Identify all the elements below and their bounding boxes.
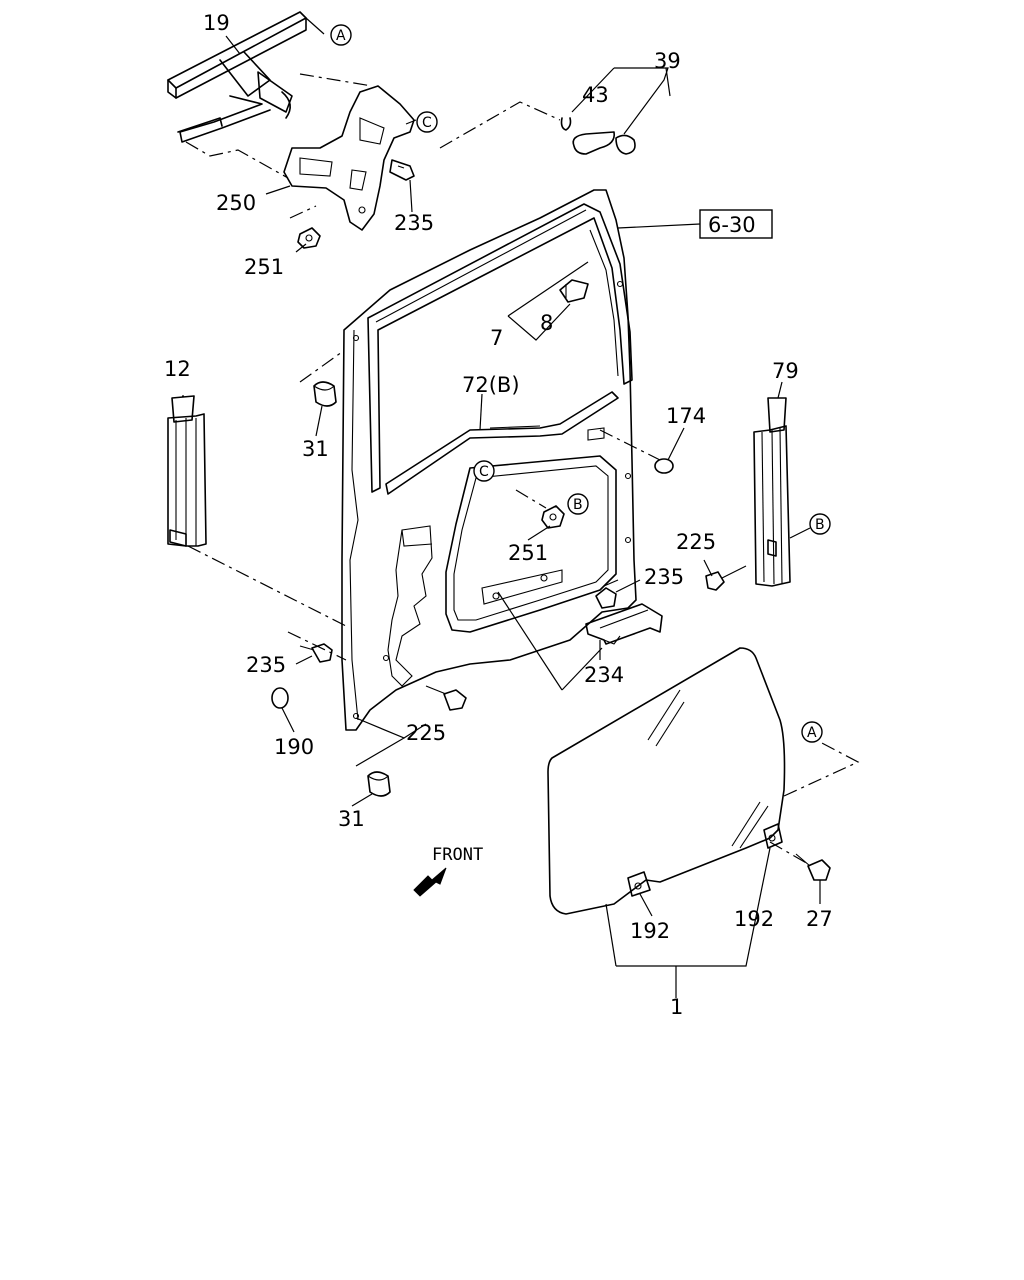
callout-251-mid: 251 bbox=[508, 541, 548, 565]
reference-box-label: 6-30 bbox=[708, 213, 756, 237]
part-192-bracket-right bbox=[763, 823, 783, 849]
circle-marker-c-top: C bbox=[416, 111, 438, 133]
callout-31-bottom: 31 bbox=[338, 807, 365, 831]
callout-1: 1 bbox=[670, 995, 683, 1019]
callout-235-top: 235 bbox=[394, 211, 434, 235]
part-235-bolt-top bbox=[389, 159, 415, 181]
part-12-run-channel-left bbox=[167, 395, 207, 547]
circle-marker-b-right: B bbox=[809, 513, 831, 535]
part-190-plug bbox=[271, 687, 289, 709]
callout-235-mid: 235 bbox=[644, 565, 684, 589]
callout-7: 7 bbox=[490, 326, 503, 350]
part-43-clip bbox=[560, 117, 572, 131]
callout-250: 250 bbox=[216, 191, 256, 215]
callout-251-top: 251 bbox=[244, 255, 284, 279]
part-250-bracket bbox=[283, 85, 415, 231]
part-235-bolt-mid bbox=[595, 579, 619, 609]
callout-235-lower-left: 235 bbox=[246, 653, 286, 677]
svg-text:B: B bbox=[573, 497, 583, 513]
part-19-regulator-rail bbox=[167, 11, 307, 143]
leader-lines bbox=[182, 17, 821, 998]
callout-19: 19 bbox=[203, 11, 230, 35]
callout-12: 12 bbox=[164, 357, 191, 381]
circle-marker-a-right: A bbox=[801, 721, 823, 743]
callout-43: 43 bbox=[582, 83, 609, 107]
callout-79: 79 bbox=[772, 359, 799, 383]
circle-marker-a-top: A bbox=[330, 24, 352, 46]
front-label: FRONT bbox=[432, 845, 483, 865]
callout-234: 234 bbox=[584, 663, 624, 687]
callout-8: 8 bbox=[540, 311, 553, 335]
part-8-guide-clip bbox=[559, 279, 589, 303]
callout-225-lower: 225 bbox=[406, 721, 446, 745]
part-234-reinforcement bbox=[585, 603, 663, 645]
part-192-bracket-left bbox=[627, 871, 651, 897]
svg-text:A: A bbox=[807, 725, 817, 741]
callout-192-right: 192 bbox=[734, 907, 774, 931]
part-235-bolt-lower-left bbox=[299, 643, 333, 663]
svg-text:C: C bbox=[479, 464, 489, 480]
part-251-nut-top bbox=[297, 227, 321, 249]
part-27-bolt bbox=[795, 853, 831, 881]
circle-marker-c-mid: C bbox=[473, 460, 495, 482]
callout-225-right: 225 bbox=[676, 530, 716, 554]
callout-39: 39 bbox=[654, 49, 681, 73]
part-225-bolt-lower bbox=[425, 685, 467, 711]
part-174-plug bbox=[654, 458, 674, 474]
svg-text:C: C bbox=[422, 115, 432, 131]
callout-31-top: 31 bbox=[302, 437, 329, 461]
part-31-stopper-top bbox=[313, 381, 337, 407]
circle-marker-b-mid: B bbox=[567, 493, 589, 515]
callout-190: 190 bbox=[274, 735, 314, 759]
part-31-stopper-bottom bbox=[367, 771, 391, 797]
callout-27: 27 bbox=[806, 907, 833, 931]
door-inner-panel bbox=[341, 189, 637, 731]
callout-174: 174 bbox=[666, 404, 706, 428]
part-1-door-glass bbox=[547, 647, 786, 915]
callout-192-left: 192 bbox=[630, 919, 670, 943]
svg-text:B: B bbox=[815, 517, 825, 533]
part-225-bolt-right bbox=[705, 565, 747, 591]
callout-72b: 72(B) bbox=[462, 373, 520, 397]
front-arrow-icon bbox=[413, 867, 447, 897]
part-79-run-channel-right bbox=[753, 397, 791, 587]
part-39-handle-cover bbox=[572, 131, 636, 155]
part-251-nut-mid bbox=[541, 505, 565, 529]
reference-box-6-30: 6-30 bbox=[699, 209, 773, 239]
svg-text:A: A bbox=[336, 28, 346, 44]
